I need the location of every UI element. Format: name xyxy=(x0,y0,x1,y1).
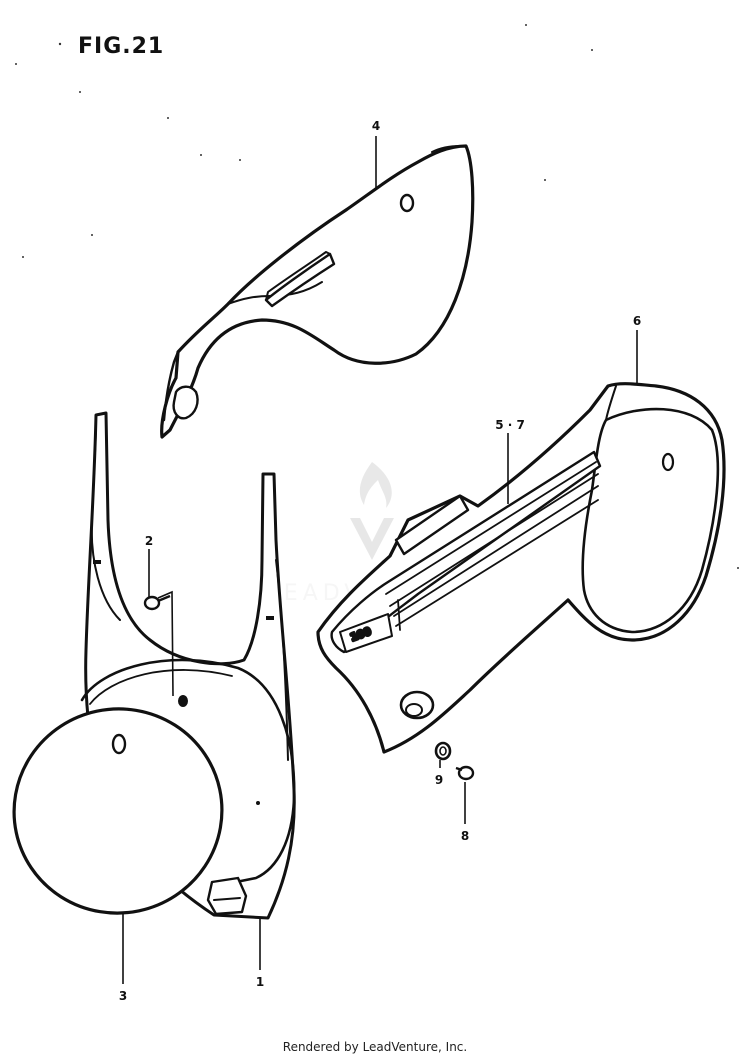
leader-2-guide xyxy=(157,590,174,697)
callout-8: 8 xyxy=(460,829,470,843)
callout-3: 3 xyxy=(118,989,128,1003)
part-6-side-cover: 100 xyxy=(316,382,726,754)
part-4-upper-side-cover xyxy=(160,144,475,439)
footer-credit: Rendered by LeadVenture, Inc. xyxy=(282,1040,468,1054)
emblem-100: 100 xyxy=(339,613,393,653)
callout-4: 4 xyxy=(371,119,381,133)
part-9-nut xyxy=(434,741,452,761)
callout-5-7: 5 · 7 xyxy=(495,418,525,432)
flame-v-logo-icon xyxy=(350,462,394,560)
callout-2: 2 xyxy=(144,534,154,548)
leader-lines xyxy=(122,136,638,984)
figure-title: FIG.21 xyxy=(78,34,165,59)
part-5-7-stripe-decal xyxy=(385,461,599,631)
part-2-screw xyxy=(143,594,171,611)
callout-9: 9 xyxy=(434,773,444,787)
part-8-screw xyxy=(455,765,475,781)
callout-6: 6 xyxy=(632,314,642,328)
scan-specks xyxy=(15,24,739,569)
part-3-number-plate xyxy=(12,707,224,915)
callout-1: 1 xyxy=(255,975,265,989)
